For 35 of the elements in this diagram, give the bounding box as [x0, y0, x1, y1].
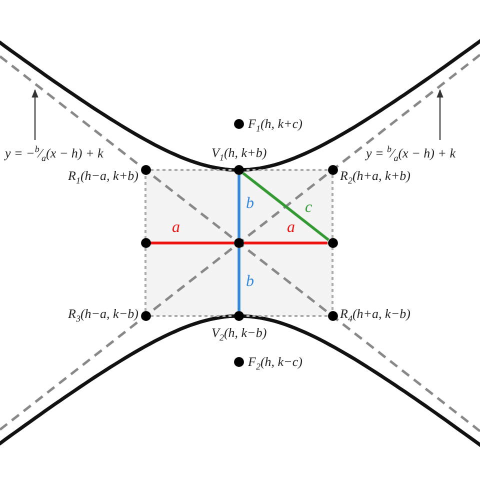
edge-label: b — [246, 196, 254, 212]
segment-line — [244, 242, 328, 244]
leader-arrow — [32, 89, 38, 140]
point-label: R$_{4}$(h+a, k−b) — [340, 306, 410, 326]
dashed-line — [144, 175, 146, 311]
point-dot — [234, 165, 244, 175]
point-dot — [234, 119, 244, 129]
dashed-line — [150, 315, 328, 317]
point-label: F$_{1}$(h, k+c) — [248, 116, 302, 136]
point-dot — [140, 311, 150, 321]
dashed-line — [150, 169, 328, 171]
point-label: R$_{2}$(h+a, k+b) — [340, 168, 410, 188]
segment-line — [238, 248, 240, 311]
segment-line — [150, 242, 234, 244]
edge-label: c — [305, 200, 312, 216]
point-dot — [328, 165, 338, 175]
point-dot — [140, 238, 150, 248]
point-dot — [328, 311, 338, 321]
dashed-line — [332, 175, 334, 311]
asymptote-equation: y = $^{b}$⁄$_{a}$(x − h) + k — [366, 140, 456, 167]
segment-line — [238, 175, 240, 238]
point-label: R$_{3}$(h−a, k−b) — [68, 306, 138, 326]
point-label: V$_{2}$(h, k−b) — [212, 325, 267, 345]
point-dot — [234, 311, 244, 321]
point-label: V$_{1}$(h, k+b) — [212, 145, 267, 165]
point-label: F$_{2}$(h, k−c) — [248, 354, 302, 374]
edge-label: a — [172, 220, 180, 236]
point-label: R$_{1}$(h−a, k+b) — [68, 168, 138, 188]
leader-arrow — [436, 89, 444, 140]
segment-line — [242, 172, 330, 242]
point-dot — [140, 165, 150, 175]
edge-label: b — [246, 274, 254, 290]
edge-label: a — [287, 220, 295, 236]
asymptote-equation: y = −$^{b}$⁄$_{a}$(x − h) + k — [5, 140, 104, 167]
point-dot — [234, 357, 244, 367]
